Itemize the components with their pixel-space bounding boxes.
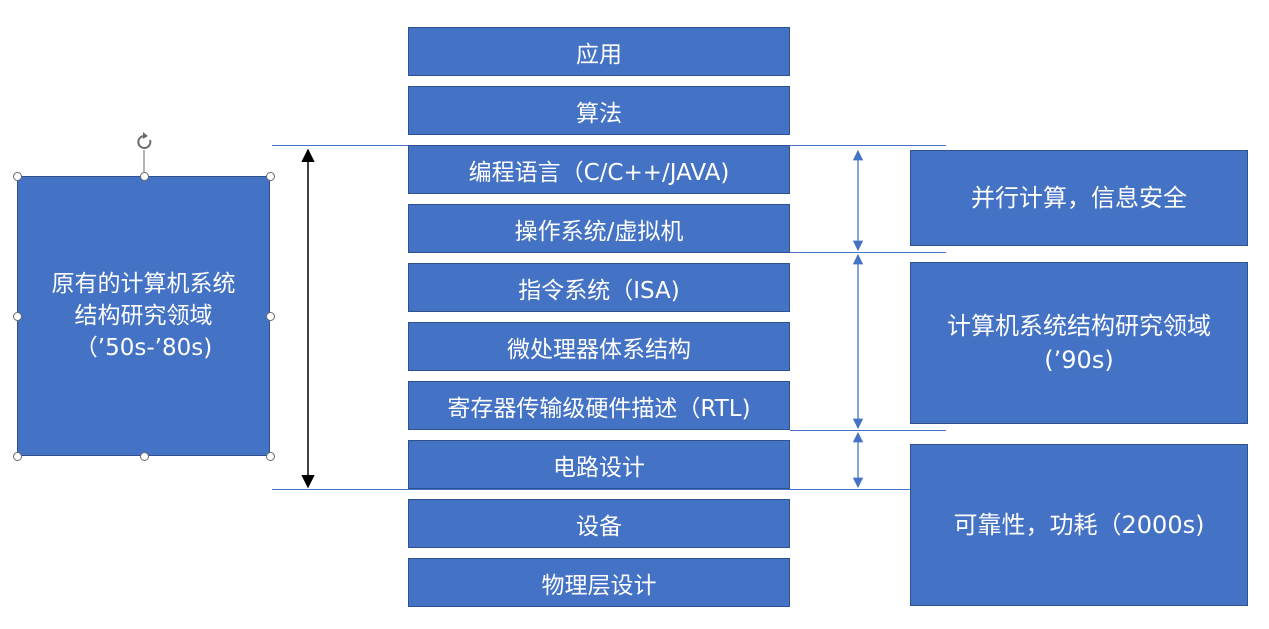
reliability-power-box[interactable]: 可靠性，功耗（2000s) [910,444,1248,606]
resize-handle-tm[interactable] [140,172,149,181]
layer-circuit-design[interactable]: 电路设计 [408,440,790,489]
layer-programming-language[interactable]: 编程语言（C/C++/JAVA) [408,145,790,194]
resize-handle-tl[interactable] [13,172,22,181]
research-90s-line2: (’90s) [1044,346,1114,374]
resize-handle-ml[interactable] [13,312,22,321]
connector-line-mid2 [790,430,946,431]
resize-handle-mr[interactable] [266,312,275,321]
layer-application[interactable]: 应用 [408,27,790,76]
connector-line-bottom [272,489,912,490]
layer-isa[interactable]: 指令系统（ISA) [408,263,790,312]
connector-line-mid1 [790,252,946,253]
research-90s-box[interactable]: 计算机系统结构研究领域 (’90s) [910,262,1248,424]
left-box-line1: 原有的计算机系统 [51,271,236,297]
layer-microarchitecture[interactable]: 微处理器体系结构 [408,322,790,371]
parallel-security-label: 并行计算，信息安全 [971,184,1187,212]
resize-handle-tr[interactable] [266,172,275,181]
research-90s-line1: 计算机系统结构研究领域 [947,312,1211,340]
reliability-power-label: 可靠性，功耗（2000s) [953,511,1205,539]
layer-os-vm[interactable]: 操作系统/虚拟机 [408,204,790,253]
layer-device[interactable]: 设备 [408,499,790,548]
left-box-line3: （’50s-’80s) [74,335,213,361]
resize-handle-bl[interactable] [13,452,22,461]
layer-rtl[interactable]: 寄存器传输级硬件描述（RTL) [408,381,790,430]
left-box-line2: 结构研究领域 [74,303,213,329]
resize-handle-br[interactable] [266,452,275,461]
layer-algorithm[interactable]: 算法 [408,86,790,135]
original-research-area-box[interactable]: 原有的计算机系统 结构研究领域 （’50s-’80s) [17,176,270,456]
rotate-handle-icon [137,132,152,149]
resize-handle-bm[interactable] [140,452,149,461]
layer-physical-design[interactable]: 物理层设计 [408,558,790,607]
parallel-security-box[interactable]: 并行计算，信息安全 [910,150,1248,246]
